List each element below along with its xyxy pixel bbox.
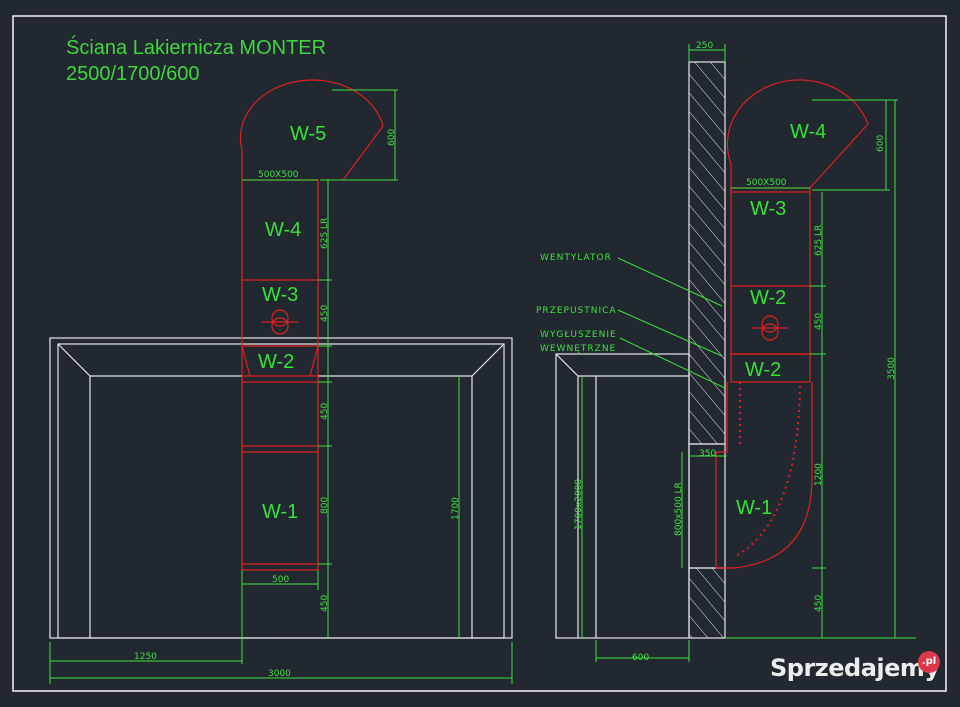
side-view: W-4 W-3 W-2 W-2 W-1 250 500X500 600 625 …	[536, 41, 916, 663]
label-w3-side: W-3	[750, 198, 786, 220]
label-w3: W-3	[262, 284, 298, 306]
watermark-logo: Sprzedajemy	[770, 654, 940, 682]
dim-wall: 250	[696, 41, 713, 51]
elbow-w4-side	[726, 79, 869, 189]
booth-inner-outline	[57, 343, 505, 639]
note-fan: WENTYLATOR	[540, 253, 612, 263]
dim-w600: 600	[632, 653, 649, 663]
booth-side-outline	[555, 353, 690, 639]
drawing-subtitle: 2500/1700/600	[66, 63, 200, 85]
fan-symbol	[271, 309, 289, 327]
dim-h450b: 450	[320, 403, 330, 420]
label-w5: W-5	[290, 123, 326, 145]
label-w1-side: W-1	[736, 497, 772, 519]
fan-symbol-side	[761, 315, 779, 333]
note-insulation-1: WYGŁUSZENIE	[540, 330, 617, 340]
dim-h450-side: 450	[814, 313, 824, 330]
dim-h3500: 3500	[887, 357, 897, 380]
dim-w1250: 1250	[134, 652, 157, 662]
dim-duct-side: 500X500	[746, 178, 787, 188]
dim-h800x500: 800x500 LR	[674, 482, 684, 536]
dim-h800: 800	[320, 497, 330, 514]
plenum-w1	[715, 382, 813, 569]
dim-h625: 625 LR	[320, 218, 330, 249]
dim-h600-side: 600	[876, 135, 886, 152]
dim-h450a: 450	[320, 305, 330, 322]
front-view: W-5 W-4 W-3 W-2 W-1 500X500 600 625 LR 4…	[49, 79, 513, 684]
dim-h450c: 450	[320, 595, 330, 612]
label-w2-side-a: W-2	[750, 287, 786, 309]
dim-h600: 600	[387, 129, 397, 146]
label-w1: W-1	[262, 501, 298, 523]
note-insulation-2: WEWNĘTRZNE	[540, 344, 616, 354]
dim-h1200: 1200	[814, 463, 824, 486]
note-damper: PRZEPUSTNICA	[536, 306, 617, 316]
label-w4-side: W-4	[790, 121, 826, 143]
label-w4: W-4	[265, 219, 301, 241]
watermark-badge: .pl	[918, 651, 940, 673]
wall-upper	[688, 61, 726, 445]
dim-h1700x2000: 1700x2000	[574, 479, 584, 530]
dim-h450b-side: 450	[814, 595, 824, 612]
dim-h625-side: 625 LR	[814, 225, 824, 256]
wall-lower	[688, 567, 726, 639]
dim-w350: 350	[699, 449, 716, 459]
dim-duct: 500X500	[258, 170, 299, 180]
label-w2-side-b: W-2	[745, 359, 781, 381]
drawing-title: Ściana Lakiernicza MONTER	[66, 37, 327, 59]
elbow-w5	[239, 79, 384, 181]
dim-w3000: 3000	[268, 669, 291, 679]
booth-outer-outline	[49, 337, 513, 639]
viewport-frame	[12, 15, 947, 692]
dim-w500: 500	[272, 575, 289, 585]
label-w2: W-2	[258, 351, 294, 373]
dim-h1700: 1700	[451, 497, 461, 520]
